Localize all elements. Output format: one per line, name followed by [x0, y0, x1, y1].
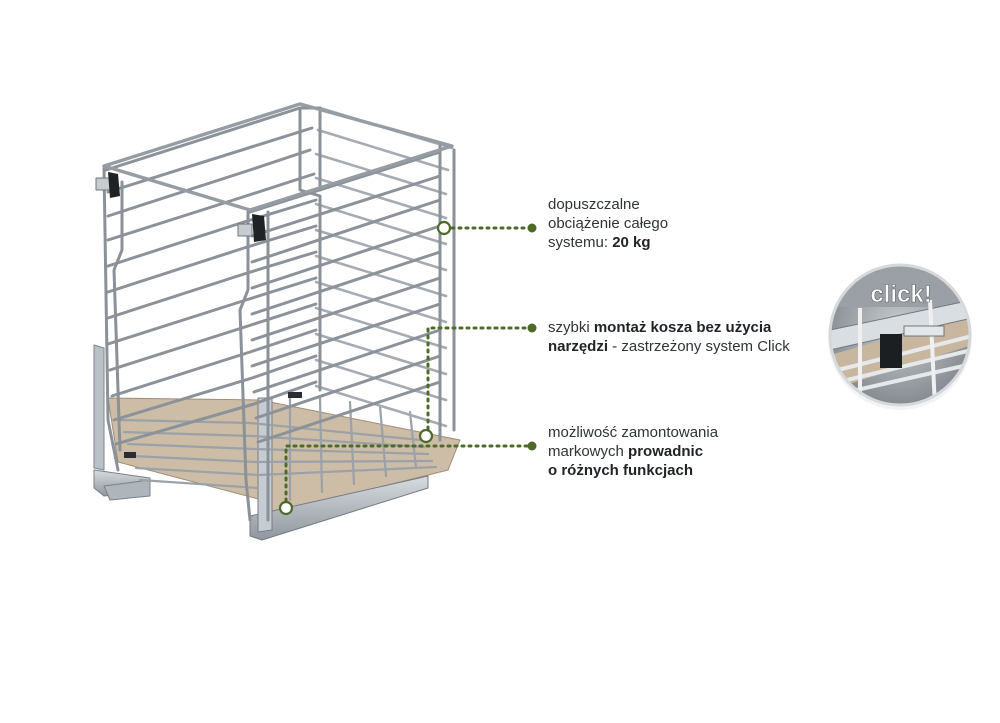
- click-detail-zoom: click!: [828, 263, 972, 410]
- callout-load-line3-text: systemu:: [548, 234, 613, 251]
- callout-markers: [278, 220, 537, 516]
- callout-runners-line2: markowych prowadnic: [548, 442, 788, 461]
- callout-click-line1: szybki montaż kosza bez użycia: [548, 318, 828, 337]
- click-clip-right: [237, 214, 266, 242]
- callout-click-system: szybki montaż kosza bez użycia narzędzi …: [548, 318, 828, 356]
- callout-click-line1-bold: montaż kosza bez użycia: [593, 319, 772, 336]
- marker-ring-click: [418, 428, 434, 444]
- callout-runners-line2-bold: prowadnic: [628, 443, 704, 460]
- marker-dot-load: [527, 223, 537, 233]
- marker-ring-load: [436, 220, 452, 236]
- basket-right-side-wires: [314, 106, 454, 428]
- callout-click-line2-bold: narzędzi: [548, 338, 609, 355]
- basket-front-right-wires: [248, 150, 442, 444]
- leader-line-runners: [284, 444, 530, 510]
- callout-load-line3: systemu: 20 kg: [548, 233, 768, 252]
- marker-dot-click: [527, 323, 537, 333]
- leader-line-click: [426, 326, 530, 438]
- callout-leaders: [284, 226, 530, 510]
- bottom-clips: [124, 392, 302, 458]
- click-badge-label: click!: [870, 281, 931, 308]
- wire-basket: [93, 102, 461, 541]
- callout-runners-line3-bold: o różnych funkcjach: [548, 462, 694, 479]
- callout-click-line1-text: szybki: [548, 319, 594, 336]
- callout-click-line2-text: - zastrzeżony system Click: [608, 338, 790, 355]
- callout-load-capacity: dopuszczalne obciążenie całego systemu: …: [548, 195, 768, 252]
- callout-runners-line3: o różnych funkcjach: [548, 461, 788, 480]
- callout-load-value: 20 kg: [612, 234, 651, 251]
- click-clip-left: [95, 172, 120, 198]
- basket-top-frame: [102, 102, 454, 212]
- basket-vertical-posts: [102, 106, 456, 522]
- basket-floor-grid: [118, 393, 438, 502]
- callout-runners-line1: możliwość zamontowania: [548, 424, 719, 441]
- marker-dot-runners: [527, 441, 537, 451]
- callout-click-line2: narzędzi - zastrzeżony system Click: [548, 337, 828, 356]
- marker-ring-runners: [278, 500, 294, 516]
- callout-runners: możliwość zamontowania markowych prowadn…: [548, 423, 788, 480]
- basket-front-wires: [104, 106, 322, 446]
- callout-load-line2: obciążenie całego: [548, 215, 669, 232]
- callout-runners-line2-text: markowych: [548, 443, 629, 460]
- callout-load-line1: dopuszczalne: [548, 196, 640, 213]
